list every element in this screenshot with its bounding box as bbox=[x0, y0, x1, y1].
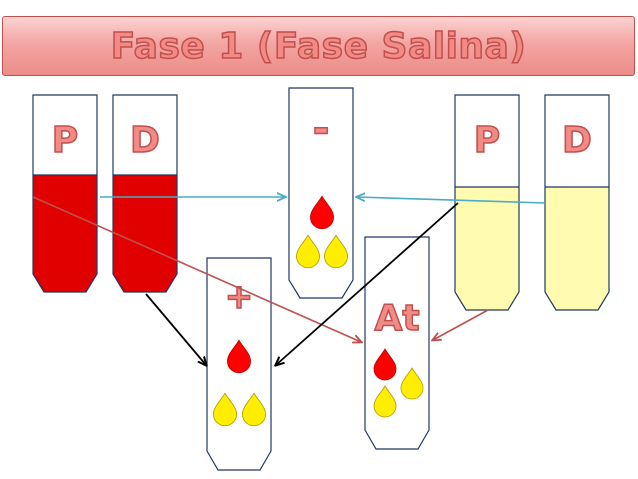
blood-fill bbox=[113, 175, 177, 292]
tube-label-at: At bbox=[374, 298, 419, 339]
tube-outline bbox=[112, 94, 178, 293]
tube-donor-yellow: D bbox=[544, 94, 610, 311]
arrow-donor-to-positive bbox=[145, 293, 206, 365]
arrow-serum-to-positive bbox=[276, 202, 459, 365]
tube-label-p-yellow: P bbox=[474, 120, 500, 161]
tube-outline bbox=[364, 236, 430, 450]
tube-label-negative: - bbox=[313, 106, 330, 152]
tube-label-d-yellow: D bbox=[562, 120, 592, 161]
tube-donor-red: D bbox=[112, 94, 178, 293]
serum-fill bbox=[545, 187, 609, 310]
tube-label-d: D bbox=[130, 120, 160, 161]
arrow-serum-to-negative bbox=[357, 197, 546, 204]
page-title: Fase 1 (Fase Salina) bbox=[110, 25, 527, 68]
title-banner: Fase 1 (Fase Salina) bbox=[2, 16, 635, 76]
blood-fill bbox=[33, 175, 97, 292]
tube-patient-yellow: P bbox=[454, 94, 520, 311]
tube-outline bbox=[32, 94, 98, 293]
tube-negative: - bbox=[288, 87, 354, 299]
tube-positive: + bbox=[206, 257, 272, 471]
arrow-serum-to-at bbox=[433, 309, 489, 340]
serum-fill bbox=[455, 187, 519, 310]
tube-outline bbox=[544, 94, 610, 311]
tube-patient-red: P bbox=[32, 94, 98, 293]
tube-antiglobulin: At bbox=[364, 236, 430, 450]
tube-outline bbox=[454, 94, 520, 311]
arrow-patient-to-at bbox=[32, 196, 361, 342]
tube-label-p: P bbox=[52, 120, 78, 161]
